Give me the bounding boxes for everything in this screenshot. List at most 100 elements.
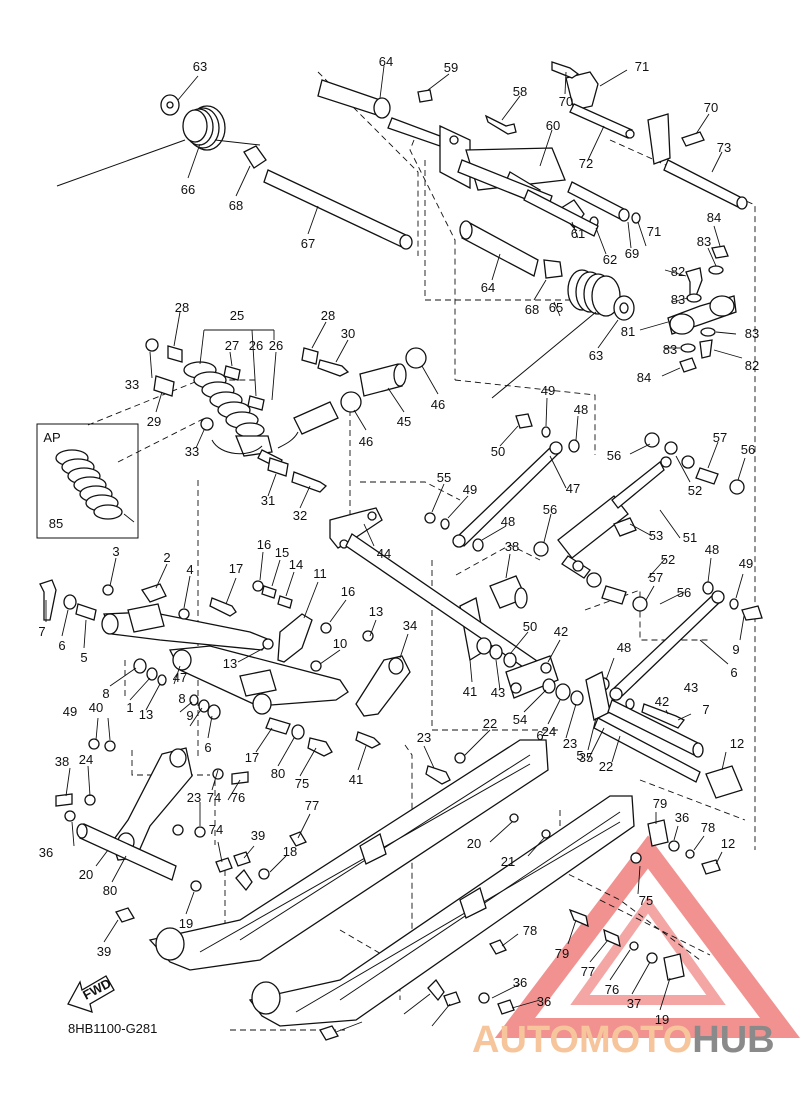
watermark-text-auto: AUTOMOTO	[472, 1019, 692, 1061]
callout-8: 8	[102, 686, 109, 701]
callout-55: 55	[437, 470, 451, 485]
callout-10: 10	[333, 636, 347, 651]
callout-47: 47	[173, 670, 187, 685]
callout-9: 9	[732, 642, 739, 657]
bolt-19-left	[115, 907, 135, 923]
washer-52-a	[664, 441, 678, 455]
bolt-12-upper	[289, 831, 307, 847]
callout-64: 64	[481, 280, 495, 295]
bolt-12-lower	[489, 939, 507, 955]
collar-42-right	[555, 683, 571, 701]
washer-83-b	[686, 293, 702, 303]
callout-56: 56	[543, 502, 557, 517]
bolt-7-top	[39, 579, 57, 621]
callout-73: 73	[717, 140, 731, 155]
callout-60: 60	[546, 118, 560, 133]
bushing-68-top	[243, 145, 267, 169]
callout-28: 28	[175, 300, 189, 315]
callout-75: 75	[639, 893, 653, 908]
collar-42-left	[476, 637, 492, 655]
callout-75: 75	[295, 776, 309, 791]
bolt-82-lower	[699, 339, 713, 359]
callout-41: 41	[349, 772, 363, 787]
collar-14	[277, 595, 293, 609]
callout-84: 84	[637, 370, 651, 385]
nut-33-lower	[200, 417, 214, 431]
callout-74: 74	[207, 790, 221, 805]
bushing-56-b	[729, 479, 745, 495]
callout-20: 20	[467, 836, 481, 851]
watermark-text-hub: HUB	[692, 1019, 774, 1061]
nut-55	[424, 512, 436, 524]
callout-76: 76	[605, 982, 619, 997]
nut-39-lower	[478, 992, 490, 1004]
shaft-35	[593, 717, 701, 783]
callout-68: 68	[229, 198, 243, 213]
callout-38: 38	[505, 539, 519, 554]
callout-70: 70	[704, 100, 718, 115]
bolt-36-a	[215, 857, 233, 873]
callout-49: 49	[541, 383, 555, 398]
callout-48: 48	[501, 514, 515, 529]
callout-24: 24	[542, 724, 556, 739]
rear-links	[329, 413, 763, 799]
bushing-48-left	[472, 538, 484, 552]
bushing-48-upper	[568, 439, 580, 453]
nut-74-a	[509, 813, 519, 823]
callout-46: 46	[431, 397, 445, 412]
watermark-triangle-logo	[494, 835, 800, 1038]
washer-71	[631, 212, 641, 224]
callout-44: 44	[377, 546, 391, 561]
slide-rail-left	[148, 739, 549, 971]
callout-61: 61	[571, 226, 585, 241]
nut-74-b	[541, 829, 551, 839]
callout-14: 14	[289, 557, 303, 572]
callout-2: 2	[163, 550, 170, 565]
upper-shaft-assembly	[56, 61, 748, 399]
washer-6-lower	[207, 704, 221, 720]
callout-31: 31	[261, 493, 275, 508]
washer-20-upper	[64, 810, 76, 822]
callout-50: 50	[523, 619, 537, 634]
callout-33: 33	[125, 377, 139, 392]
callout-41: 41	[463, 684, 477, 699]
callout-39: 39	[251, 828, 265, 843]
callout-67: 67	[301, 236, 315, 251]
callout-69: 69	[625, 246, 639, 261]
callout-83: 83	[671, 292, 685, 307]
callout-40: 40	[89, 700, 103, 715]
bracket-71	[565, 71, 599, 111]
callout-77: 77	[581, 964, 595, 979]
bolt-50-upper	[515, 413, 533, 429]
callout-19: 19	[179, 916, 193, 931]
nut-16-b	[320, 622, 332, 634]
callout-21: 21	[501, 854, 515, 869]
callout-32: 32	[293, 508, 307, 523]
callout-9: 9	[186, 708, 193, 723]
nut-84-top	[711, 245, 729, 259]
callout-49: 49	[739, 556, 753, 571]
rail-hardware	[215, 752, 721, 1041]
callout-17: 17	[245, 750, 259, 765]
bolt-32	[291, 471, 328, 493]
bump-stop-27	[223, 365, 241, 381]
collar-5-top	[75, 603, 97, 621]
fwd-arrow-icon	[67, 975, 115, 1013]
bushing-56-d	[586, 572, 602, 588]
detail-label-ap: AP	[43, 430, 60, 445]
bushing-28-left	[167, 345, 183, 363]
nut-16-a	[252, 580, 264, 592]
callout-13: 13	[223, 656, 237, 671]
washer-23-left	[84, 794, 96, 806]
callout-35: 35	[579, 750, 593, 765]
bushing-56-e	[632, 596, 648, 612]
callout-34: 34	[403, 618, 417, 633]
bolt-36-c	[497, 999, 515, 1015]
bolt-36-d	[443, 991, 461, 1007]
bolt-22-right	[231, 771, 249, 785]
callout-12: 12	[721, 836, 735, 851]
callout-65: 65	[549, 300, 563, 315]
diagram-code: 8HB1100-G281	[68, 1021, 157, 1036]
callout-36: 36	[39, 845, 53, 860]
callout-7: 7	[702, 702, 709, 717]
